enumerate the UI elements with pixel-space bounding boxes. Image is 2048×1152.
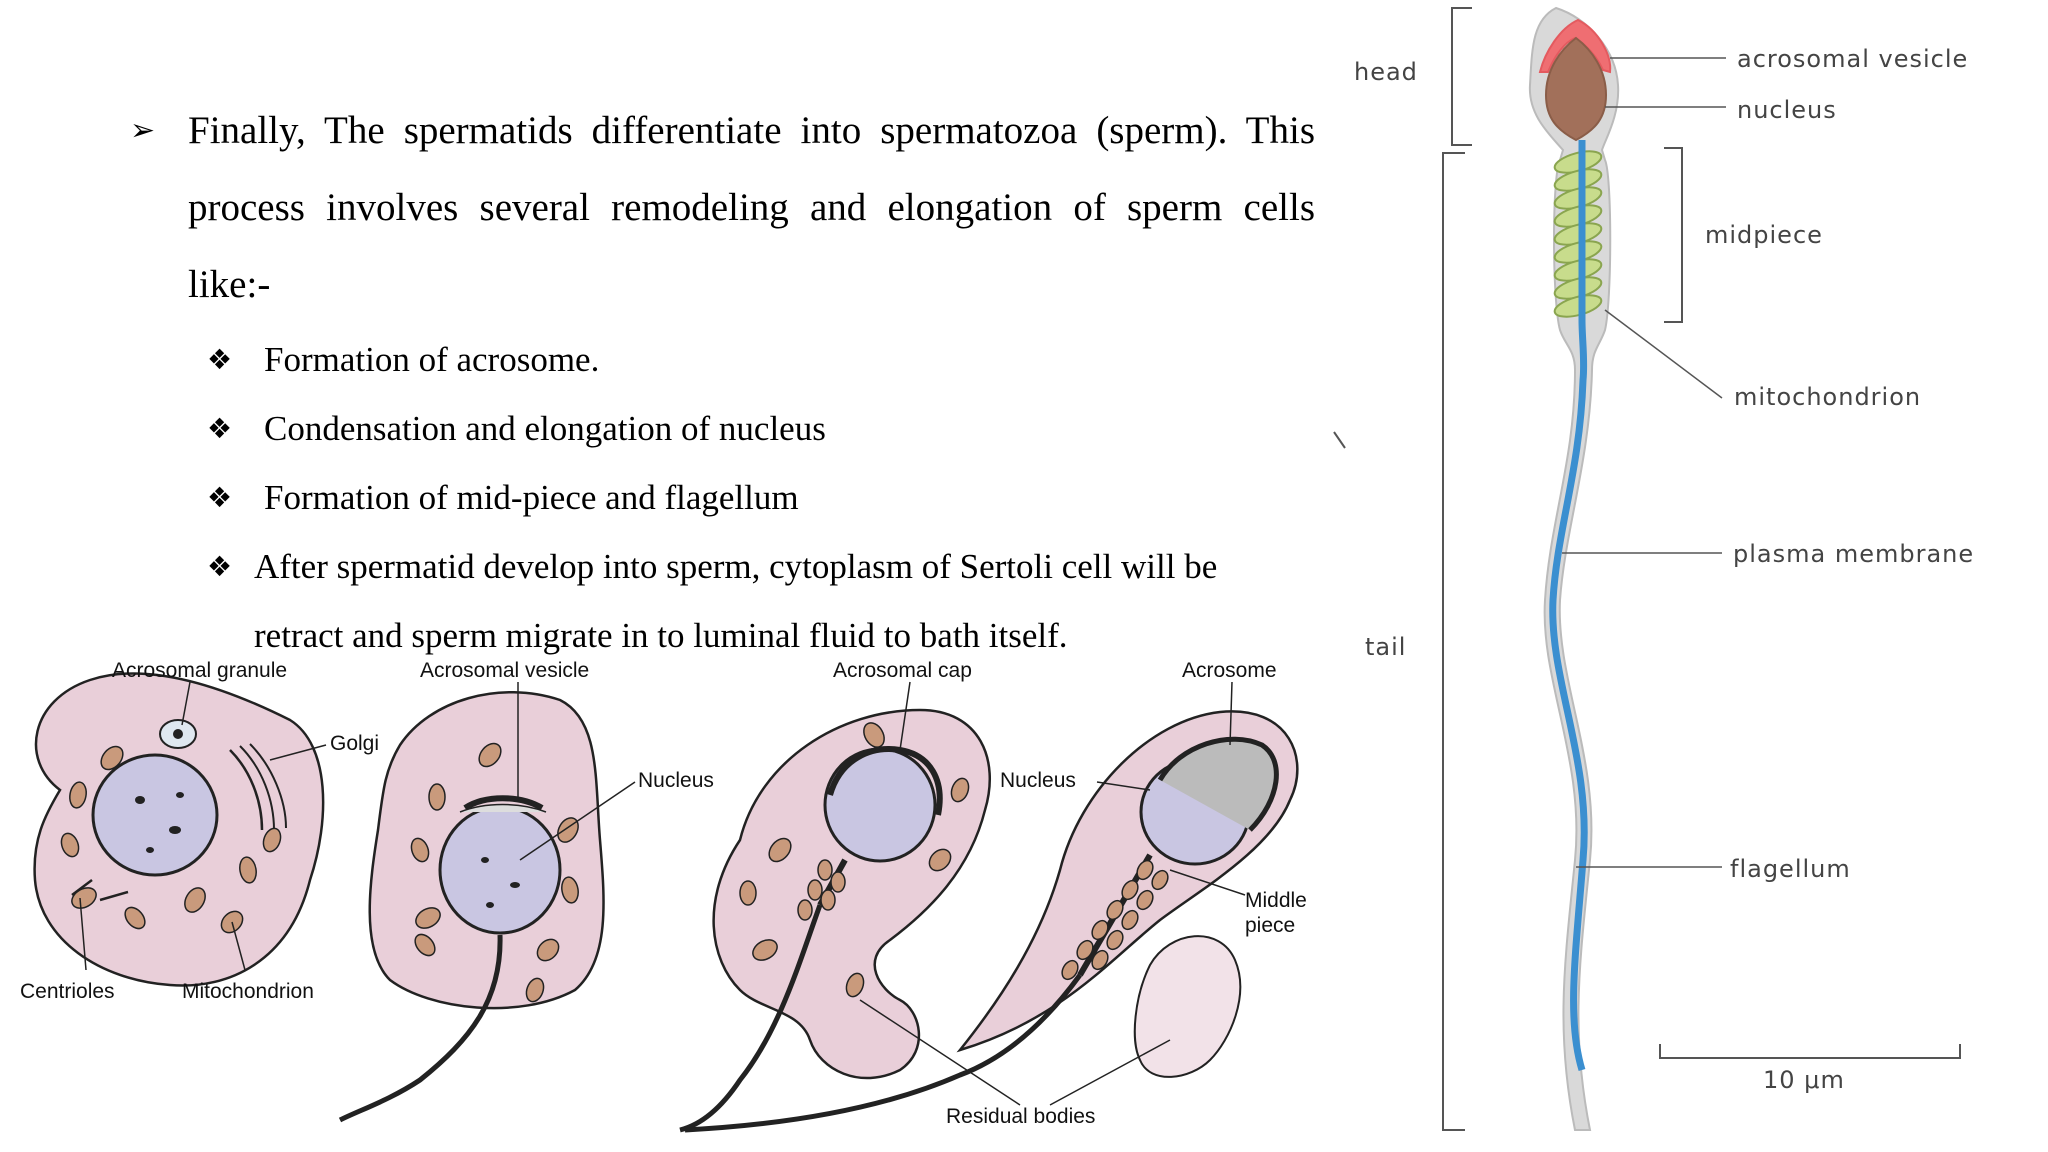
golgi-shape xyxy=(229,749,264,831)
acrosomal-vesicle-shape xyxy=(1538,18,1612,74)
stage-4-mitochondria xyxy=(1061,859,1169,981)
stage-3-mitochondria xyxy=(739,722,970,998)
plasma-membrane-shape xyxy=(1528,6,1620,1131)
sperm-leader-lines xyxy=(1562,57,1726,868)
stage-1-nucleus xyxy=(91,753,219,877)
label-acrosome: Acrosome xyxy=(1182,659,1277,682)
label-mitochondrion: mitochondrion xyxy=(1734,383,1921,411)
label-acrosomal-vesicle: acrosomal vesicle xyxy=(1737,45,1968,73)
flagellum-shape xyxy=(1549,140,1588,1072)
stage-2-spermatid xyxy=(338,691,605,1123)
stage-1-spermatid xyxy=(33,672,325,987)
diamond-bullet-icon: ❖ xyxy=(207,481,233,514)
diamond-bullet-icon: ❖ xyxy=(207,550,233,583)
stage-1-mitochondria xyxy=(60,745,282,934)
scale-bar xyxy=(1659,1044,1961,1059)
label-mitochondrion: Mitochondrion xyxy=(182,980,314,1003)
label-middle-piece-line-1: Middle xyxy=(1245,889,1307,912)
midpiece-mitochondria xyxy=(1553,150,1603,318)
label-nucleus: nucleus xyxy=(1737,96,1837,124)
label-acrosomal-cap: Acrosomal cap xyxy=(833,659,972,682)
label-acrosomal-vesicle: Acrosomal vesicle xyxy=(420,659,589,682)
sperm-nucleus-shape xyxy=(1544,36,1608,142)
label-middle-piece-line-2: piece xyxy=(1245,914,1295,937)
stage-3-spermatid xyxy=(679,708,991,1133)
sub-bullet-item: ❖ After spermatid develop into sperm, cy… xyxy=(125,532,1315,670)
label-residual-bodies: Residual bodies xyxy=(946,1105,1095,1128)
label-flagellum: flagellum xyxy=(1730,855,1851,883)
head-tail-brackets xyxy=(1333,7,1683,1131)
diamond-bullet-icon: ❖ xyxy=(207,343,233,376)
sub-bullet-item: ❖ Formation of mid-piece and flagellum xyxy=(125,463,1315,532)
stage-3-flagellum xyxy=(679,904,823,1133)
acrosomal-vesicle-shape xyxy=(463,795,544,811)
sub-bullet-item: ❖ Condensation and elongation of nucleus xyxy=(125,394,1315,463)
stage-2-nucleus xyxy=(438,805,562,935)
stage-3-nucleus xyxy=(823,747,937,863)
label-nucleus-stage-2: Nucleus xyxy=(638,769,714,792)
label-acrosomal-granule: Acrosomal granule xyxy=(112,659,287,682)
stage-4-spermatozoon xyxy=(684,710,1299,1133)
diamond-bullet-icon: ❖ xyxy=(207,412,233,445)
label-nucleus-stage-3: Nucleus xyxy=(1000,769,1076,792)
diagram-leader-lines xyxy=(79,681,1246,1106)
stage-4-flagellum xyxy=(684,973,1083,1133)
sub-bullet-list: ❖ Formation of acrosome. ❖ Condensation … xyxy=(125,325,1315,670)
residual-body-shape xyxy=(1133,935,1242,1078)
sub-bullet-text: Condensation and elongation of nucleus xyxy=(264,409,826,448)
label-centrioles: Centrioles xyxy=(20,980,115,1003)
sub-bullet-text: After spermatid develop into sperm, cyto… xyxy=(254,547,1218,655)
label-head: head xyxy=(1354,58,1418,86)
label-plasma-membrane: plasma membrane xyxy=(1733,540,1974,568)
label-scale: 10 μm xyxy=(1763,1066,1845,1094)
label-midpiece: midpiece xyxy=(1705,221,1823,249)
stage-2-mitochondria xyxy=(410,742,579,1003)
label-golgi: Golgi xyxy=(330,732,379,755)
stage-2-flagellum xyxy=(338,934,503,1123)
sub-bullet-text: Formation of acrosome. xyxy=(264,340,600,379)
main-bullet: ➢ Finally, The spermatids differentiate … xyxy=(125,92,1315,323)
sub-bullet-item: ❖ Formation of acrosome. xyxy=(125,325,1315,394)
spermiogenesis-diagram: Acrosomal granule Golgi Centrioles Mitoc… xyxy=(20,659,1307,1133)
main-bullet-text: Finally, The spermatids differentiate in… xyxy=(188,109,1315,306)
acrosome-shape xyxy=(1157,736,1279,832)
slide-text: ➢ Finally, The spermatids differentiate … xyxy=(125,92,1315,670)
label-tail: tail xyxy=(1365,633,1406,661)
arrow-bullet-icon: ➢ xyxy=(130,113,156,148)
sub-bullet-text: Formation of mid-piece and flagellum xyxy=(264,478,799,517)
centrioles-shape xyxy=(71,879,129,902)
